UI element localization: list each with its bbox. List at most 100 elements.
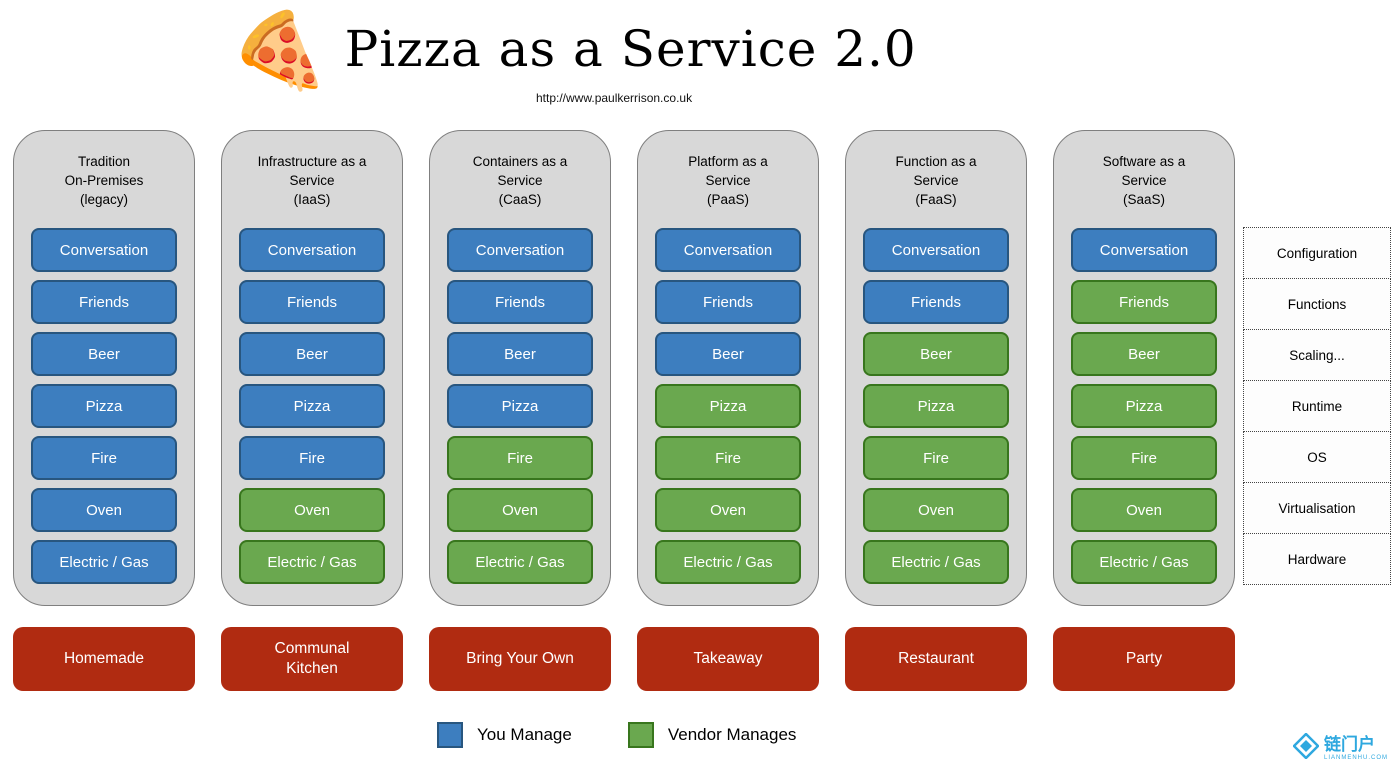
footer-label: Takeaway <box>693 650 763 667</box>
layer-cell-pizza: Pizza <box>31 384 177 428</box>
layer-cell-pizza: Pizza <box>655 384 801 428</box>
layer-cell-friends: Friends <box>655 280 801 324</box>
layer-cell-electric-gas: Electric / Gas <box>1071 540 1217 584</box>
footer-label: Kitchen <box>286 660 338 677</box>
footer-bring-your-own: Bring Your Own <box>429 627 611 691</box>
layer-cell-oven: Oven <box>863 488 1009 532</box>
layer-cell-pizza: Pizza <box>239 384 385 428</box>
layer-cell-beer: Beer <box>447 332 593 376</box>
service-column-iaas: Infrastructure as a Service (IaaS) Conversa… <box>221 130 403 606</box>
layer-cell-beer: Beer <box>31 332 177 376</box>
column-header-line: Service <box>289 173 335 188</box>
legend-label-you: You Manage <box>477 725 572 744</box>
layer-cell-oven: Oven <box>239 488 385 532</box>
column-header-line: Infrastructure as a <box>257 154 367 169</box>
layer-cell-conversation: Conversation <box>239 228 385 272</box>
stack-label-os: OS <box>1243 431 1391 483</box>
vendor-manage-swatch <box>627 722 654 748</box>
column-header-line: (CaaS) <box>498 192 542 207</box>
layer-cell-beer: Beer <box>239 332 385 376</box>
stack-label-hardware: Hardware <box>1243 533 1391 585</box>
column-header-line: (legacy) <box>79 192 128 207</box>
footer-label: Communal <box>274 640 350 657</box>
layer-cell-conversation: Conversation <box>863 228 1009 272</box>
you-manage-swatch <box>437 722 463 748</box>
column-header-line: (PaaS) <box>706 192 750 207</box>
layer-cell-oven: Oven <box>31 488 177 532</box>
column-header-caas: Containers as a Service (CaaS) <box>430 152 610 209</box>
layer-cell-fire: Fire <box>1071 436 1217 480</box>
layer-cell-conversation: Conversation <box>1071 228 1217 272</box>
footer-label: Party <box>1125 650 1163 667</box>
layer-cell-beer: Beer <box>863 332 1009 376</box>
layer-cell-fire: Fire <box>239 436 385 480</box>
stack-label-scaling: Scaling... <box>1243 329 1391 381</box>
stack-label-functions: Functions <box>1243 278 1391 330</box>
page-title: Pizza as a Service 2.0 <box>344 20 917 78</box>
layer-cell-oven: Oven <box>447 488 593 532</box>
layer-cell-friends: Friends <box>31 280 177 324</box>
legend-item-you: You Manage <box>437 722 572 748</box>
layer-cell-friends: Friends <box>1071 280 1217 324</box>
watermark-logo: 链门户 LIANMENHU.COM <box>1292 732 1388 764</box>
stack-label-runtime: Runtime <box>1243 380 1391 432</box>
layer-cell-pizza: Pizza <box>863 384 1009 428</box>
footer-label: Homemade <box>63 650 145 667</box>
layer-cell-conversation: Conversation <box>447 228 593 272</box>
column-header-line: Function as a <box>895 154 977 169</box>
column-header-line: Service <box>497 173 543 188</box>
layer-cell-friends: Friends <box>863 280 1009 324</box>
title-block: 🍕 Pizza as a Service 2.0 <box>221 2 917 108</box>
stack-label-virtualisation: Virtualisation <box>1243 482 1391 534</box>
layer-cell-beer: Beer <box>1071 332 1217 376</box>
layer-cell-fire: Fire <box>655 436 801 480</box>
column-header-line: (SaaS) <box>1122 192 1166 207</box>
legend-item-vendor: Vendor Manages <box>627 722 797 748</box>
layer-cell-fire: Fire <box>863 436 1009 480</box>
footer-homemade: Homemade <box>13 627 195 691</box>
layer-cell-electric-gas: Electric / Gas <box>863 540 1009 584</box>
watermark-subtext: LIANMENHU.COM <box>1323 755 1388 761</box>
footer-restaurant: Restaurant <box>845 627 1027 691</box>
layer-cell-oven: Oven <box>1071 488 1217 532</box>
layer-cell-fire: Fire <box>447 436 593 480</box>
layer-cell-pizza: Pizza <box>1071 384 1217 428</box>
pizza-emoji-icon: 🍕 <box>221 2 334 109</box>
layer-cell-fire: Fire <box>31 436 177 480</box>
legend: You Manage Vendor Manages <box>437 722 796 748</box>
column-header-line: Tradition <box>77 154 131 169</box>
column-header-line: Service <box>705 173 751 188</box>
column-header-line: (IaaS) <box>293 192 331 207</box>
layer-cell-electric-gas: Electric / Gas <box>239 540 385 584</box>
column-header-line: Containers as a <box>472 154 568 169</box>
source-url: http://www.paulkerrison.co.uk <box>536 91 693 105</box>
column-header-line: On-Premises <box>64 173 144 188</box>
footer-party: Party <box>1053 627 1235 691</box>
service-column-caas: Containers as a Service (CaaS) Conversation… <box>429 130 611 606</box>
layer-cell-electric-gas: Electric / Gas <box>31 540 177 584</box>
watermark-text: 链门户 LIANMENHU.COM <box>1324 736 1388 761</box>
legend-label-vendor: Vendor Manages <box>667 725 797 744</box>
layer-cell-beer: Beer <box>655 332 801 376</box>
stack-label-configuration: Configuration <box>1243 227 1391 279</box>
watermark-name: 链门户 <box>1323 735 1375 754</box>
column-header-line: (FaaS) <box>915 192 957 207</box>
watermark-diamond-icon <box>1292 732 1320 764</box>
layer-cell-oven: Oven <box>655 488 801 532</box>
footer-takeaway: Takeaway <box>637 627 819 691</box>
column-header-line: Software as a <box>1102 154 1186 169</box>
layer-cell-friends: Friends <box>239 280 385 324</box>
layer-cell-conversation: Conversation <box>655 228 801 272</box>
